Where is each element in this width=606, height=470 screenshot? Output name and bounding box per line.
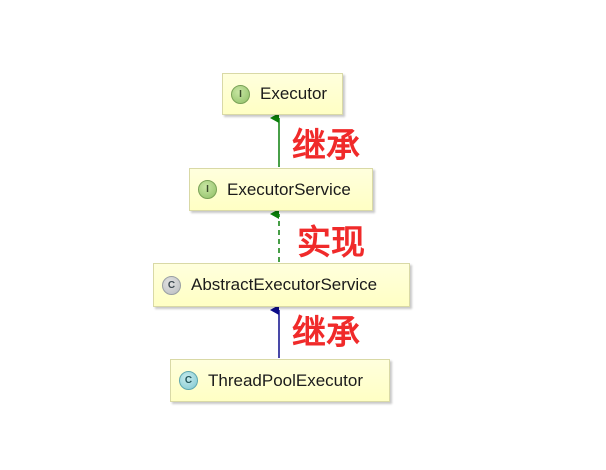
node-executor[interactable]: I Executor: [222, 73, 343, 115]
relation-label-extends: 继承: [292, 313, 360, 353]
node-thread-pool-executor[interactable]: C ThreadPoolExecutor: [170, 359, 390, 402]
interface-icon: I: [231, 84, 250, 104]
node-label: Executor: [260, 84, 328, 103]
node-label: ExecutorService: [227, 179, 351, 199]
class-icon: C: [179, 371, 198, 390]
node-label: ThreadPoolExecutor: [208, 370, 363, 390]
node-abstract-executor-service[interactable]: C AbstractExecutorService: [153, 263, 410, 307]
node-executor-service[interactable]: I ExecutorService: [189, 168, 373, 211]
abstract-class-icon: C: [162, 275, 181, 295]
relation-label-implements: 实现: [297, 223, 365, 263]
node-label: AbstractExecutorService: [191, 275, 378, 294]
interface-icon: I: [198, 180, 217, 199]
relation-label-extends: 继承: [292, 126, 360, 166]
